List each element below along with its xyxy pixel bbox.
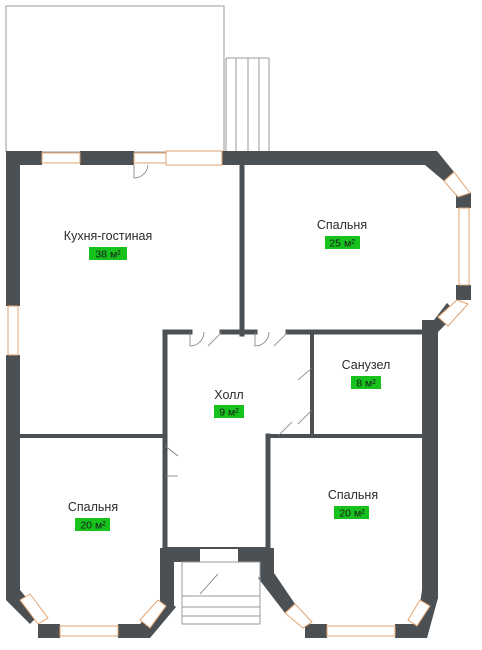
room-area: 20 м² (80, 520, 106, 532)
window-se-3 (407, 599, 431, 627)
room-hall: Холл 9 м² (214, 388, 244, 419)
room-area: 38 м² (95, 249, 121, 261)
room-name: Спальня (317, 218, 367, 232)
room-area: 20 м² (339, 508, 365, 520)
window-sw-2 (59, 625, 119, 637)
windows (7, 150, 471, 637)
room-name: Спальня (68, 500, 118, 514)
room-name: Спальня (328, 488, 378, 502)
room-area: 8 м² (356, 378, 376, 390)
room-kitchen: Кухня-гостиная 38 м² (64, 229, 152, 261)
window-ne-2 (458, 207, 470, 286)
window-ne-1 (443, 171, 471, 198)
interior-walls (18, 162, 425, 551)
window-top-3 (165, 150, 223, 166)
entrance-steps (181, 561, 261, 625)
top-steps (225, 57, 270, 152)
room-bathroom: Санузел 8 м² (342, 358, 391, 390)
room-bedroom-sw: Спальня 20 м² (68, 500, 118, 532)
room-name: Холл (214, 388, 243, 402)
terrace (5, 5, 225, 153)
room-name: Кухня-гостиная (64, 229, 152, 243)
window-ne-3 (437, 299, 469, 327)
window-top-1 (41, 152, 81, 164)
doors (133, 164, 313, 595)
room-area: 9 м² (219, 407, 239, 419)
window-se-2 (326, 625, 396, 637)
room-bedroom-se: Спальня 20 м² (328, 488, 378, 520)
window-sw-3 (139, 599, 167, 629)
window-sw-1 (19, 593, 49, 625)
window-top-2 (133, 152, 167, 164)
room-bedroom-ne: Спальня 25 м² (317, 218, 367, 250)
window-left (7, 305, 19, 356)
room-area: 25 м² (329, 238, 355, 250)
window-se-1 (284, 603, 313, 629)
room-name: Санузел (342, 358, 391, 372)
